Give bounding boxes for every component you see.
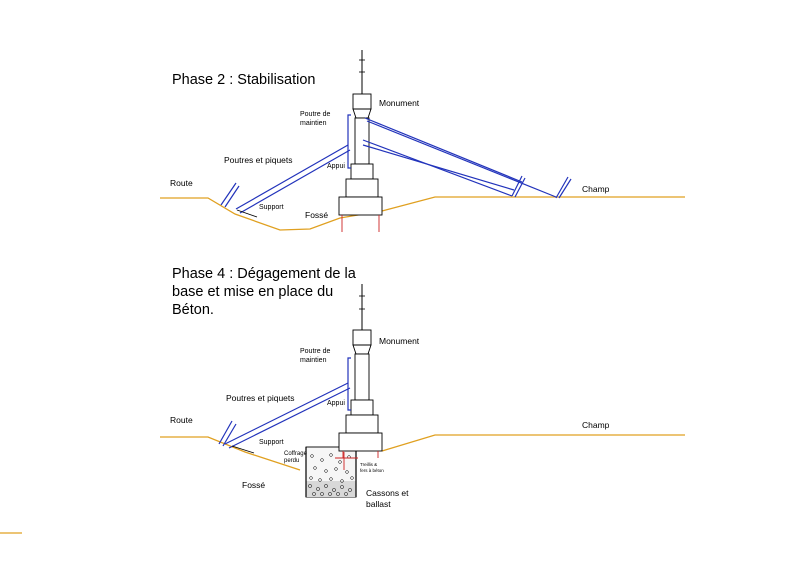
phase4-ground-right [381,434,685,452]
phase4-beams [218,357,351,454]
phase4-label-poutre-line1: Poutre de [300,348,330,355]
phase2-label-appui: Appui [327,163,345,170]
phase2-title: Phase 2 : Stabilisation [172,72,315,88]
phase4-label-treillis-line1: Treillis & [360,462,377,467]
phase4-ballast-pit [305,446,358,498]
phase4-label-route: Route [170,415,193,425]
phase4-monument [338,284,383,458]
phase2-label-route: Route [170,178,193,188]
phase4-label-support: Support [259,439,284,446]
phase4-label-fosse: Fossé [242,480,265,490]
phase2-label-poutre-line1: Poutre de [300,111,330,118]
phase4-label-coffrage-line1: Coffrage [284,451,308,457]
phase2-label-champ: Champ [582,184,610,194]
phase2-ground-profile [160,196,685,231]
phase2-label-monument: Monument [379,98,420,108]
phase4-title-line3: Béton. [172,302,214,318]
phase4-label-coffrage-line2: perdu [284,458,299,464]
phase2-label-poutre-line2: maintien [300,120,327,127]
phase4-ground-profile [160,436,301,471]
phase4-diagram: Phase 4 : Dégagement de la base et mise … [160,266,685,509]
phase2-label-support: Support [259,204,284,211]
phase4-label-treillis-line2: fers à béton [360,468,384,473]
phase4-title-line2: base et mise en place du [172,284,333,300]
phase2-label-poutres-piquets: Poutres et piquets [224,155,293,165]
phase4-label-poutres-piquets: Poutres et piquets [226,393,295,403]
phase4-label-cassons-line1: Cassons et [366,488,409,498]
phase4-label-monument: Monument [379,336,420,346]
phase2-label-fosse: Fossé [305,210,328,220]
phase4-label-appui: Appui [327,400,345,407]
phase2-beams [220,114,572,218]
phase4-label-poutre-line2: maintien [300,357,327,364]
phase2-diagram: Phase 2 : Stabilisation [160,50,685,232]
phase2-monument [338,50,383,232]
phase4-label-cassons-line2: ballast [366,499,391,509]
phase4-title-line1: Phase 4 : Dégagement de la [172,266,357,282]
phase4-label-champ: Champ [582,420,610,430]
